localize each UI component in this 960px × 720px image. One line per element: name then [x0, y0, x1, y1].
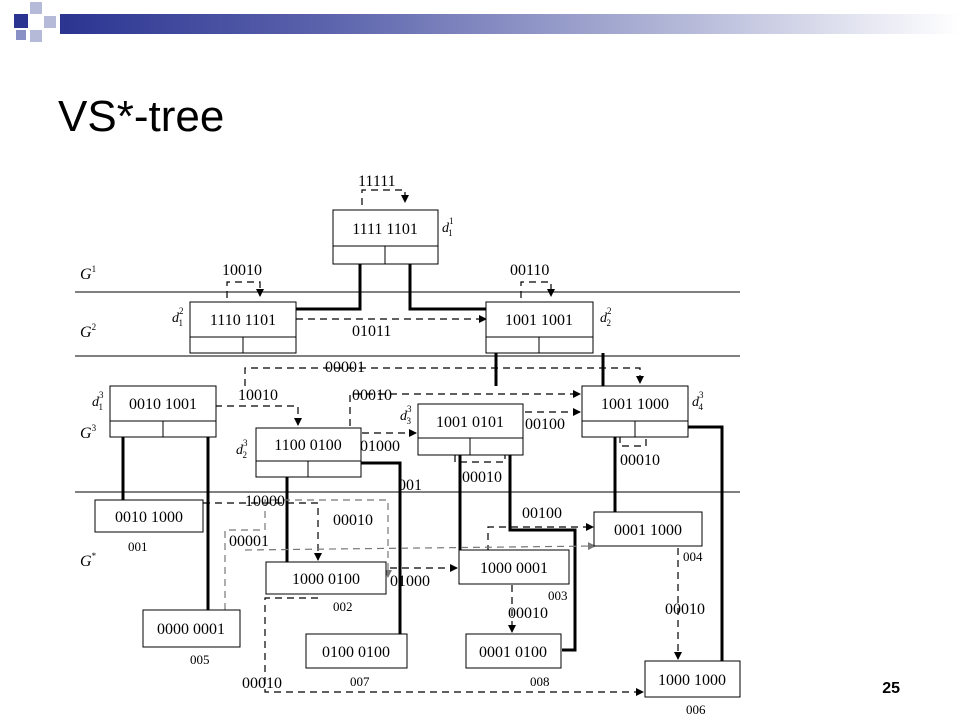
leaf-id: 007 [350, 674, 370, 689]
logo-square-dark [14, 14, 28, 28]
svg-text:1001 1001: 1001 1001 [505, 312, 573, 329]
leaf-id: 002 [333, 599, 353, 614]
leaf-id: 008 [530, 674, 550, 689]
dashed-gray-edges [224, 499, 596, 610]
edge-label: 00010 [352, 387, 392, 404]
svg-text:0001 1000: 0001 1000 [614, 522, 682, 539]
edge-label: 10010 [238, 387, 278, 404]
level-label-g2: G2 [80, 322, 96, 341]
edge-label: 00010 [620, 452, 660, 469]
edge-labels: 11111 10010 00110 01011 00001 10010 0001… [222, 173, 705, 692]
svg-text:0010 1001: 0010 1001 [129, 396, 197, 413]
leaf-id: 005 [190, 652, 210, 667]
node-1100-0100: 1100 0100 [255, 427, 362, 478]
logo-square-light [44, 16, 56, 28]
leaf-0000-0001: 0000 0001 [142, 609, 241, 648]
dashed-edges [203, 189, 682, 696]
node-0010-1001: 0010 1001 [109, 385, 217, 438]
node-1001-1000: 1001 1000 [581, 385, 689, 438]
leaf-id: 006 [686, 702, 706, 717]
node-1001-0101: 1001 0101 [417, 403, 524, 456]
level-label-gstar: G* [80, 551, 97, 570]
leaf-0001-1000: 0001 1000 [593, 511, 703, 547]
leaf-1000-1000: 1000 1000 [644, 660, 741, 698]
edge-label: 01000 [360, 438, 400, 455]
edge-label: 00110 [510, 262, 549, 279]
edge-label: 00010 [665, 601, 705, 618]
node-1001-1001: 1001 1001 [485, 301, 594, 354]
slide-title: VS*-tree [58, 92, 225, 141]
title-gradient-bar [60, 14, 960, 34]
svg-text:1000 1000: 1000 1000 [658, 672, 726, 689]
edge-label: 01011 [352, 323, 391, 340]
edge-label: 01000 [390, 573, 430, 590]
svg-text:1000 0100: 1000 0100 [292, 571, 360, 588]
leaf-0010-1000: 0010 1000 [94, 499, 204, 533]
edge-label: 00010 [242, 675, 282, 692]
svg-text:1110 1101: 1110 1101 [210, 312, 276, 329]
svg-text:0000 0001: 0000 0001 [157, 621, 225, 638]
edge-label: 001 [398, 477, 422, 494]
svg-text:1111 1101: 1111 1101 [352, 221, 418, 238]
level-separators [75, 291, 740, 493]
level-label-g3: G3 [80, 423, 97, 442]
page-number: 25 [882, 680, 900, 697]
edge-label: 00001 [325, 359, 365, 376]
leaf-1000-0001: 1000 0001 [458, 549, 570, 585]
edge-label: 11111 [358, 173, 396, 190]
svg-text:1001 1000: 1001 1000 [601, 396, 669, 413]
logo-square-light [30, 2, 42, 14]
svg-text:0100 0100: 0100 0100 [322, 644, 390, 661]
edge-label: 00010 [333, 512, 373, 529]
svg-text:0001 0100: 0001 0100 [479, 644, 547, 661]
edge-label: 10010 [222, 262, 262, 279]
leaf-0001-0100: 0001 0100 [465, 633, 562, 669]
level-label-g1: G1 [80, 264, 96, 283]
leaf-id: 004 [683, 549, 703, 564]
edge-label: 00100 [525, 416, 565, 433]
leaf-id: 001 [128, 539, 148, 554]
logo-square-light [30, 30, 42, 42]
svg-text:0010 1000: 0010 1000 [115, 509, 183, 526]
leaf-id: 003 [548, 588, 568, 603]
edge-label: 00010 [508, 605, 548, 622]
svg-text:1000 0001: 1000 0001 [480, 560, 548, 577]
node-1111-1101: 1111 1101 [332, 209, 439, 265]
leaf-0100-0100: 0100 0100 [305, 633, 408, 669]
logo-square-mid [16, 30, 26, 40]
leaf-1000-0100: 1000 0100 [265, 561, 387, 595]
edge-label: 10000 [245, 493, 285, 510]
node-1110-1101: 1110 1101 [189, 301, 297, 354]
svg-text:1100 0100: 1100 0100 [274, 437, 341, 454]
edge-label: 00100 [522, 505, 562, 522]
tree-edges [121, 264, 724, 662]
edge-label: 00001 [229, 533, 269, 550]
svg-text:1001 0101: 1001 0101 [436, 414, 504, 431]
edge-label: 00010 [462, 469, 502, 486]
